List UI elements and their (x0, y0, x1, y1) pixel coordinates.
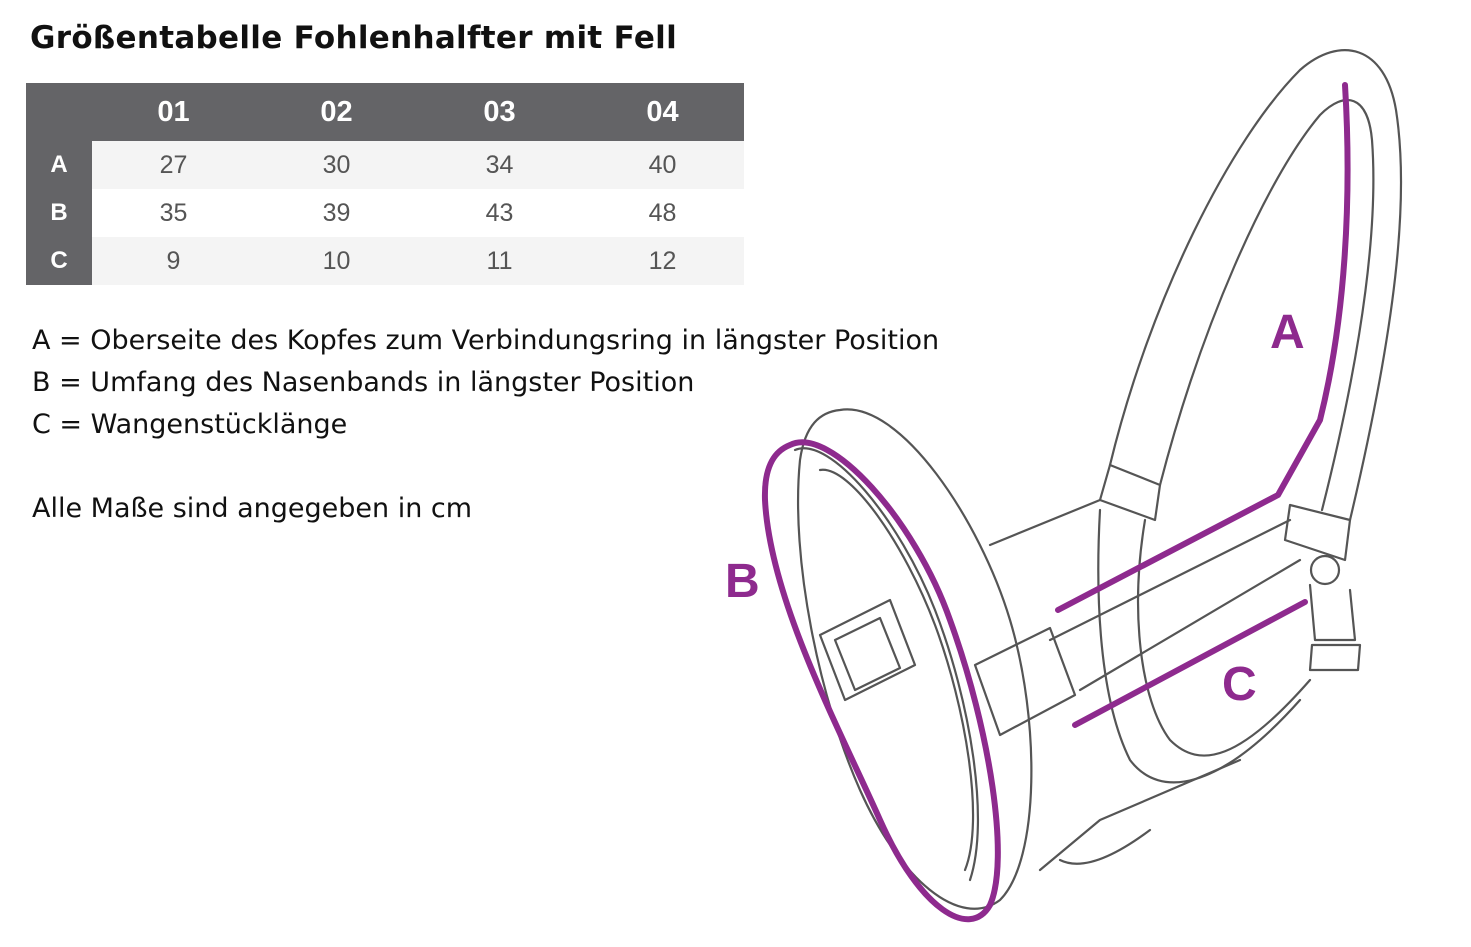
measure-line-a (1055, 82, 1351, 613)
table-cell: 40 (581, 141, 744, 189)
measurement-lines (761, 82, 1351, 923)
row-label: B (26, 189, 92, 237)
halter-outline-icon (793, 49, 1403, 910)
table-cell: 48 (581, 189, 744, 237)
table-cell: 9 (92, 237, 255, 285)
table-cell: 35 (92, 189, 255, 237)
column-header: 02 (255, 83, 418, 141)
measurement-legend: A = Oberseite des Kopfes zum Verbindungs… (32, 320, 939, 530)
table-row: B 35 39 43 48 (26, 189, 744, 237)
table-row: A 27 30 34 40 (26, 141, 744, 189)
table-cell: 12 (581, 237, 744, 285)
table-cell: 27 (92, 141, 255, 189)
label-b: B (725, 555, 760, 608)
table-cell: 10 (255, 237, 418, 285)
table-header-row: 01 02 03 04 (26, 83, 744, 141)
row-label: A (26, 141, 92, 189)
table-corner (26, 83, 92, 141)
table-row: C 9 10 11 12 (26, 237, 744, 285)
legend-line-c: C = Wangenstücklänge (32, 409, 348, 440)
column-header: 01 (92, 83, 255, 141)
measure-line-c (1072, 599, 1308, 728)
table-cell: 30 (255, 141, 418, 189)
label-c: C (1222, 658, 1257, 711)
legend-line-b: B = Umfang des Nasenbands in längster Po… (32, 367, 695, 398)
table-cell: 34 (418, 141, 581, 189)
legend-line-a: A = Oberseite des Kopfes zum Verbindungs… (32, 325, 940, 356)
column-header: 04 (581, 83, 744, 141)
size-table: 01 02 03 04 A 27 30 34 40 B 35 39 43 48 … (26, 83, 744, 285)
table-cell: 43 (418, 189, 581, 237)
units-note: Alle Maße sind angegeben in cm (32, 493, 473, 524)
measure-line-b (761, 439, 1001, 923)
column-header: 03 (418, 83, 581, 141)
table-cell: 11 (418, 237, 581, 285)
table-cell: 39 (255, 189, 418, 237)
row-label: C (26, 237, 92, 285)
label-a: A (1270, 306, 1305, 359)
page-title: Größentabelle Fohlenhalfter mit Fell (30, 20, 678, 56)
